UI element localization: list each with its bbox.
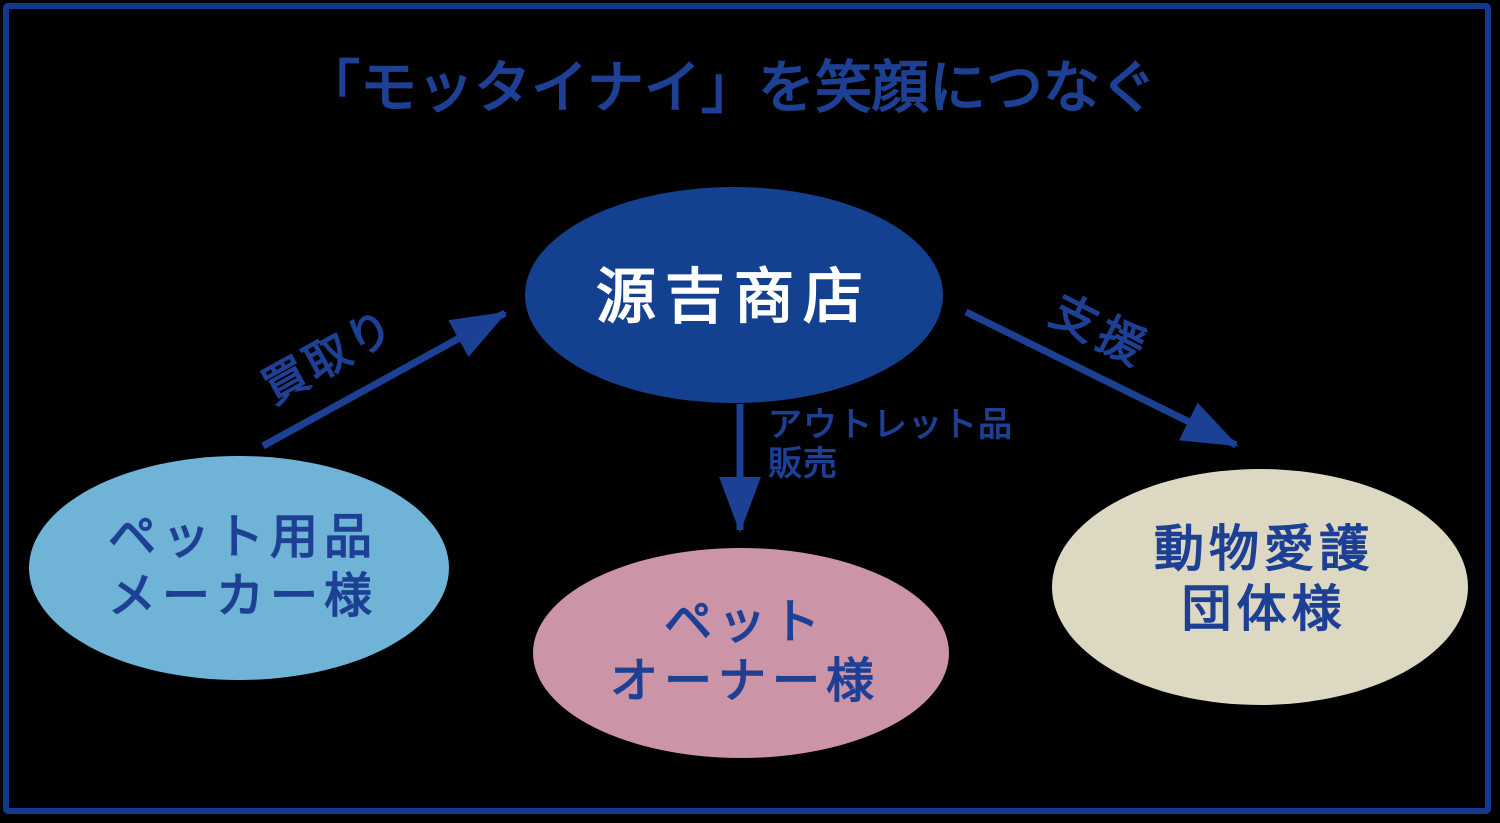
edge-label-sell: アウトレット品 販売 [768, 406, 1013, 484]
node-ellipse-pet-owner [533, 548, 949, 758]
edge-label-line: 販売 [768, 445, 838, 483]
node-label-line: メーカー様 [107, 570, 379, 623]
node-label-line: ペット [663, 596, 827, 649]
arrow-support [964, 308, 1239, 449]
node-label-line: オーナー様 [609, 655, 881, 708]
node-label-animal-welfare-group: 動物愛護 団体様 [1154, 519, 1374, 639]
node-label-genkichi-shoten: 源吉商店 [596, 263, 872, 331]
node-label-line: ペット用品 [107, 511, 379, 564]
node-label-line: 動物愛護 [1154, 521, 1374, 577]
arrow-buy [261, 309, 508, 450]
node-ellipse-genkichi-shoten [525, 187, 943, 403]
edge-label-line: アウトレット品 [768, 406, 1013, 444]
node-label-pet-owner: ペット オーナー様 [610, 593, 880, 711]
node-ellipse-animal-welfare-group [1052, 469, 1468, 705]
node-ellipse-pet-goods-maker [29, 456, 449, 680]
diagram-title: 「モッタイナイ」を笑顔につなぐ [303, 56, 1157, 120]
node-label-pet-goods-maker: ペット用品 メーカー様 [108, 508, 378, 626]
node-label-line: 団体様 [1181, 581, 1347, 637]
